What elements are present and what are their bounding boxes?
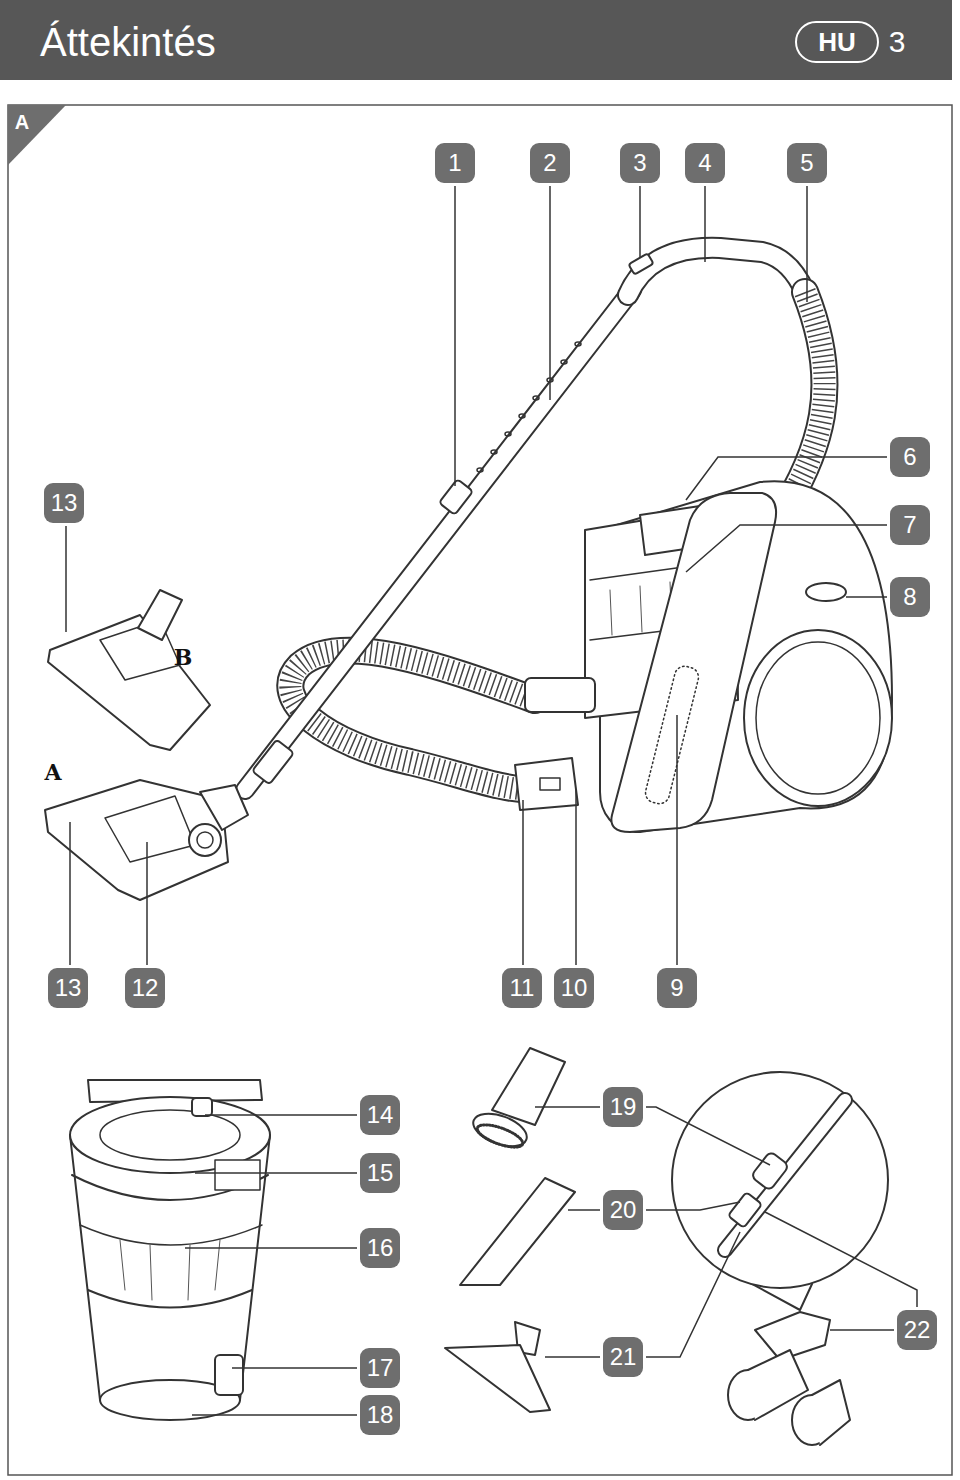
callout-number: 6	[890, 437, 930, 477]
callout-number: 1	[435, 143, 475, 183]
corner-tab	[8, 105, 66, 165]
callout-number: 4	[685, 143, 725, 183]
callout-number: 13	[48, 968, 88, 1008]
callout-number: 16	[360, 1228, 400, 1268]
callout-number: 17	[360, 1348, 400, 1388]
callout-number: 8	[890, 577, 930, 617]
callout-number: 14	[360, 1095, 400, 1135]
language-badge: HU	[795, 21, 879, 63]
callout-number: 5	[787, 143, 827, 183]
nozzle-letter: A	[44, 759, 61, 785]
callout-number: 11	[502, 968, 542, 1008]
callout-number: 12	[125, 968, 165, 1008]
vacuum-drawing	[45, 248, 892, 1445]
callout-number: 7	[890, 505, 930, 545]
callout-number: 13	[44, 483, 84, 523]
page-title: Áttekintés	[40, 20, 216, 65]
callout-number: 9	[657, 968, 697, 1008]
callout-number: 2	[530, 143, 570, 183]
callout-number: 20	[603, 1190, 643, 1230]
frame	[8, 105, 952, 1475]
callout-number: 3	[620, 143, 660, 183]
callout-number: 18	[360, 1395, 400, 1435]
header-bar	[0, 0, 952, 80]
section-tab-letter: A	[15, 111, 29, 134]
callout-number: 21	[603, 1337, 643, 1377]
callout-number: 19	[603, 1087, 643, 1127]
callout-number: 10	[554, 968, 594, 1008]
leader-lines	[66, 186, 917, 1415]
callout-number: 15	[360, 1153, 400, 1193]
nozzle-letter: B	[174, 644, 193, 670]
page-number: 3	[889, 25, 906, 59]
callout-number: 22	[897, 1310, 937, 1350]
